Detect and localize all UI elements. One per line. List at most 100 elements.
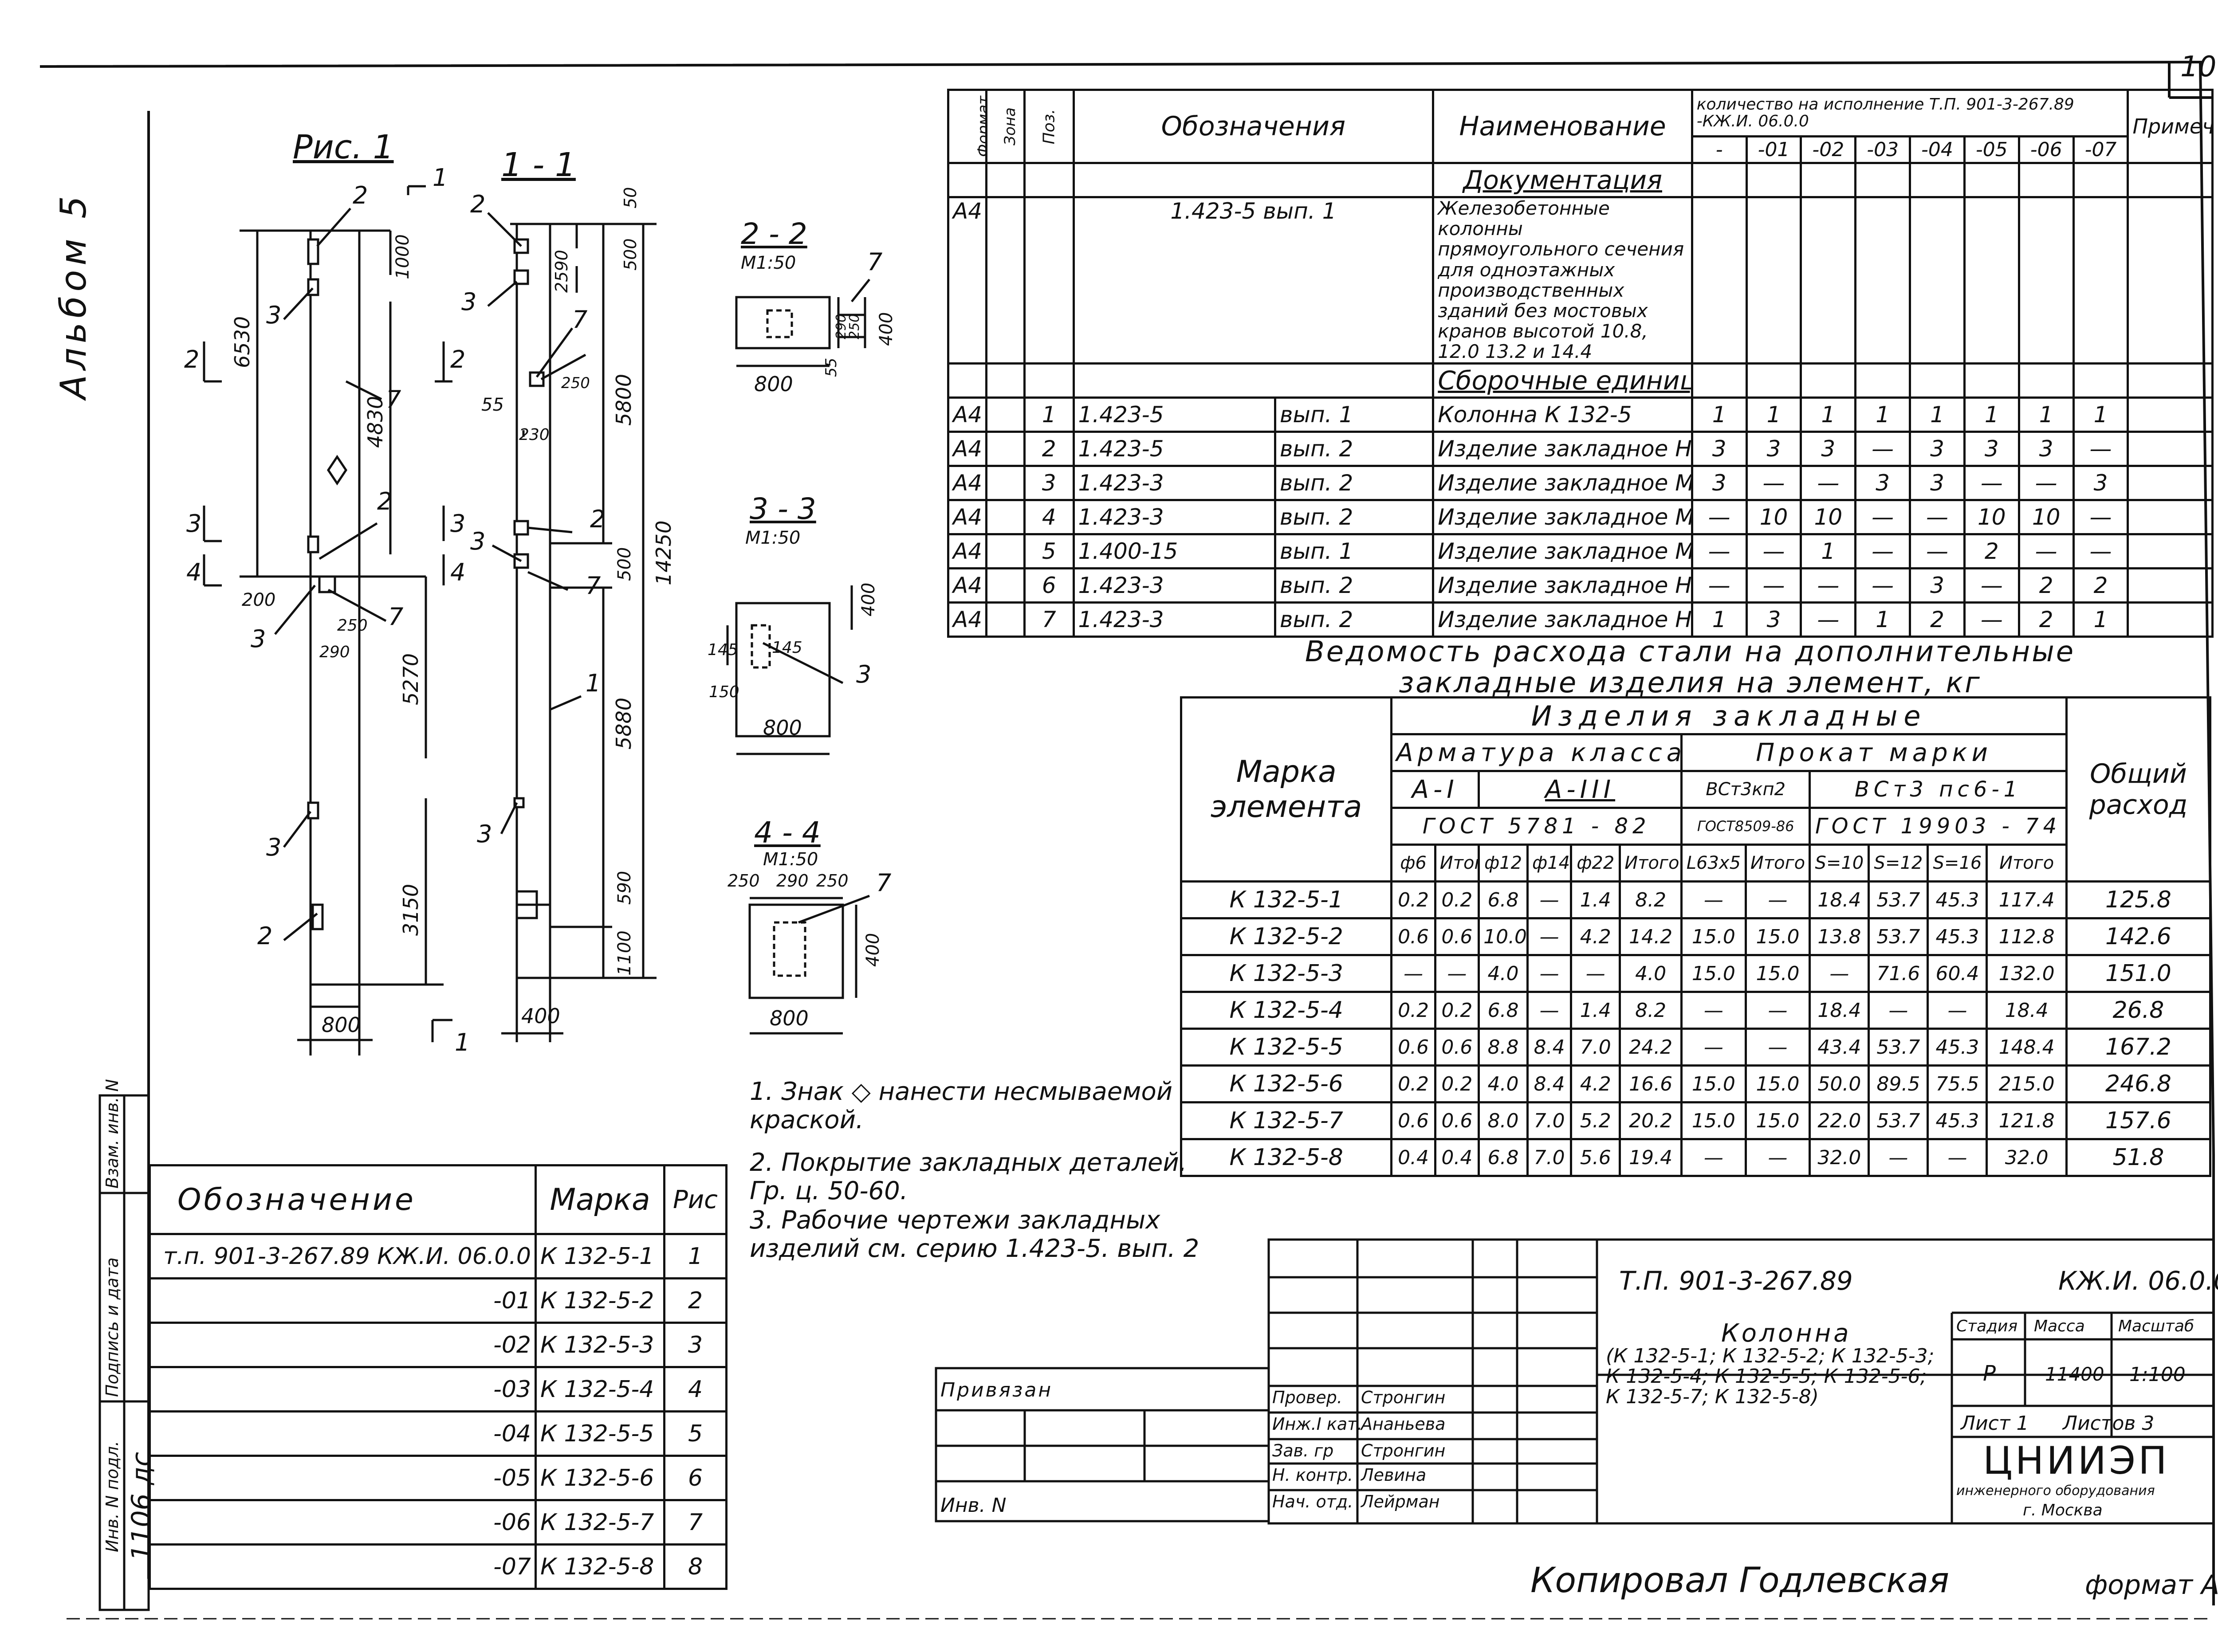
section-1-1-drawing bbox=[487, 212, 657, 1042]
tb-mass: 11400 bbox=[2045, 1363, 2104, 1385]
h-a1: А-I bbox=[1390, 770, 1480, 809]
steel-value: 15.0 bbox=[1744, 954, 1811, 993]
steel-value: 117.4 bbox=[1986, 880, 2068, 919]
steel-mark: К 132-5-3 bbox=[1180, 954, 1393, 993]
exec-col-header: - bbox=[1691, 135, 1748, 164]
steel-value: 4.2 bbox=[1570, 1064, 1621, 1103]
steel-value: 10.0 bbox=[1478, 917, 1529, 956]
steel-total: 125.8 bbox=[2065, 880, 2212, 919]
doc-designation: 1.423-5 вып. 1 bbox=[1072, 196, 1435, 365]
col-name-header: Наименование bbox=[1432, 89, 1693, 164]
mark-row-mark: К 132-5-8 bbox=[535, 1543, 665, 1590]
tb-org-sub: инженерного оборудования bbox=[1956, 1483, 2155, 1499]
steel-value: — bbox=[1927, 1138, 1988, 1177]
row-name: Изделие закладное МН209-5 bbox=[1432, 533, 1693, 569]
row-qty: — bbox=[1800, 567, 1857, 604]
steel-value: — bbox=[1526, 917, 1573, 956]
steel-value: 50.0 bbox=[1809, 1064, 1870, 1103]
signer-name: Стронгин bbox=[1361, 1441, 1446, 1460]
row-vyp: вып. 2 bbox=[1274, 430, 1435, 467]
fig1-callout-3b: 3 bbox=[251, 625, 266, 653]
row-qty: — bbox=[1854, 430, 1911, 467]
mark-row-designation: -01 bbox=[149, 1277, 537, 1324]
signer-role: Инж.I кат. bbox=[1272, 1414, 1363, 1434]
steel-total: 246.8 bbox=[2065, 1064, 2212, 1103]
steel-total: 151.0 bbox=[2065, 954, 2212, 993]
steel-value: 7.0 bbox=[1526, 1101, 1573, 1140]
steel-value: 22.0 bbox=[1809, 1101, 1870, 1140]
col-zone-header: Зона bbox=[985, 89, 1026, 164]
row-qty: 10 bbox=[2017, 498, 2075, 535]
section-3-3-scale: М1:50 bbox=[745, 528, 801, 548]
steel-value: 5.2 bbox=[1570, 1101, 1621, 1140]
row-pos: 2 bbox=[1023, 430, 1075, 467]
steel-col-header: S=12 bbox=[1868, 844, 1929, 883]
s22-dim-400: 400 bbox=[876, 312, 897, 346]
s33-dim-145b: 145 bbox=[772, 639, 802, 657]
steel-value: 0.6 bbox=[1434, 917, 1480, 956]
steel-value: — bbox=[1744, 880, 1811, 919]
steel-value: 121.8 bbox=[1986, 1101, 2068, 1140]
steel-value: — bbox=[1868, 1138, 1929, 1177]
row-format: А4 bbox=[947, 464, 987, 501]
steel-value: 0.6 bbox=[1390, 917, 1436, 956]
row-designation: 1.423-3 bbox=[1072, 464, 1277, 501]
h-mark-element: Марка элемента bbox=[1180, 696, 1393, 883]
s11-dim-2590: 2590 bbox=[552, 250, 571, 293]
mark-row-fig: 7 bbox=[663, 1499, 728, 1546]
steel-value: — bbox=[1680, 1028, 1747, 1067]
row-qty: 10 bbox=[1745, 498, 1802, 535]
steel-value: 0.2 bbox=[1390, 1064, 1436, 1103]
inv-vzam: Взам. инв. N bbox=[102, 1079, 122, 1189]
s11-dim-500b: 500 bbox=[614, 547, 635, 581]
row-qty: 3 bbox=[1800, 430, 1857, 467]
mark-row-fig: 5 bbox=[663, 1410, 728, 1457]
row-format: А4 bbox=[947, 533, 987, 569]
note-3: 3. Рабочие чертежи закладных изделий см.… bbox=[750, 1206, 1199, 1264]
steel-value: 32.0 bbox=[1986, 1138, 2068, 1177]
steel-col-header: ф14 bbox=[1526, 844, 1573, 883]
s22-dim-250: 250 bbox=[847, 314, 862, 339]
mark-row-designation: -04 bbox=[149, 1410, 537, 1457]
h-vst3kp2: ВСт3кп2 bbox=[1680, 770, 1811, 809]
fig1-dim-6530: 6530 bbox=[230, 316, 254, 368]
row-qty: 2 bbox=[1963, 533, 2020, 569]
steel-mark: К 132-5-4 bbox=[1180, 991, 1393, 1030]
row-qty: — bbox=[1909, 498, 1966, 535]
fig1-callout-7b: 7 bbox=[388, 603, 404, 631]
row-format: А4 bbox=[947, 396, 987, 433]
fig1-title: Рис. 1 bbox=[293, 128, 394, 166]
row-qty: — bbox=[1963, 601, 2020, 638]
steel-col-header: S=10 bbox=[1809, 844, 1870, 883]
row-vyp: вып. 2 bbox=[1274, 567, 1435, 604]
steel-value: — bbox=[1526, 954, 1573, 993]
exec-col-header: -06 bbox=[2017, 135, 2075, 164]
s11-callout-7a: 7 bbox=[572, 306, 588, 334]
tb-scale: 1:100 bbox=[2129, 1363, 2186, 1386]
steel-col-header: Итого bbox=[1744, 844, 1811, 883]
copied-by: Копировал Годлевская bbox=[1530, 1561, 1950, 1601]
fig1-section-2-left: 2 bbox=[184, 345, 200, 373]
steel-value: 15.0 bbox=[1680, 1101, 1747, 1140]
row-vyp: вып. 2 bbox=[1274, 601, 1435, 638]
row-qty: — bbox=[2017, 464, 2075, 501]
s11-dim-55: 55 bbox=[481, 395, 504, 415]
steel-total: 26.8 bbox=[2065, 991, 2212, 1030]
h-a3: А-III bbox=[1478, 770, 1683, 809]
steel-value: — bbox=[1390, 954, 1436, 993]
row-format: А4 bbox=[947, 430, 987, 467]
s11-callout-2a: 2 bbox=[470, 190, 486, 218]
section-assembly-units: Сборочные единицы bbox=[1432, 362, 1693, 399]
steel-value: 8.4 bbox=[1526, 1028, 1573, 1067]
note-2: 2. Покрытие закладных деталей. Гр. ц. 50… bbox=[750, 1148, 1187, 1206]
